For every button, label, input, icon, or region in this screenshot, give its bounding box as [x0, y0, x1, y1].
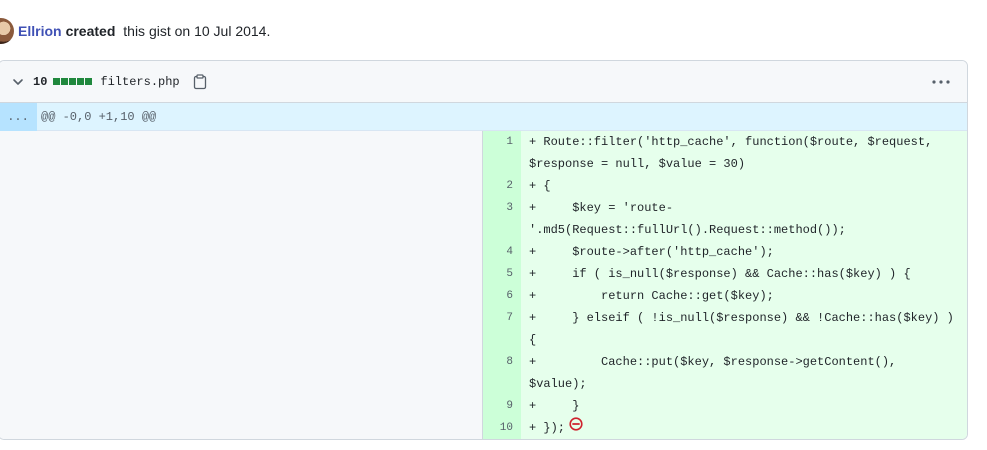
line-number[interactable]: 6	[483, 285, 521, 307]
activity-verb: created	[65, 23, 116, 39]
diff-line: 1 + Route::filter('http_cache', function…	[483, 131, 967, 175]
no-entry-icon	[569, 417, 583, 439]
line-number[interactable]: 1	[483, 131, 521, 175]
left-side-empty	[0, 131, 483, 439]
hunk-header-text: @@ -0,0 +1,10 @@	[41, 109, 157, 124]
line-number[interactable]: 2	[483, 175, 521, 197]
line-code: + }	[521, 395, 967, 417]
file-diff: 10 filters.php ... @@ -0,0 +1,10 @@	[0, 60, 968, 440]
line-code: + Route::filter('http_cache', function($…	[521, 131, 967, 175]
hunk-header: ... @@ -0,0 +1,10 @@	[0, 102, 967, 131]
line-code: + Cache::put($key, $response->getContent…	[521, 351, 967, 395]
author-link[interactable]: Ellrion	[18, 23, 62, 39]
diff-line: 4 + $route->after('http_cache');	[483, 241, 967, 263]
split-diff: 1 + Route::filter('http_cache', function…	[0, 131, 967, 439]
diffstat-block-added	[85, 78, 93, 85]
line-number[interactable]: 4	[483, 241, 521, 263]
diffstat-block-added	[77, 78, 85, 85]
line-number[interactable]: 7	[483, 307, 521, 351]
line-number[interactable]: 9	[483, 395, 521, 417]
diff-line: 10 + });	[483, 417, 967, 439]
copy-icon[interactable]	[192, 73, 208, 90]
line-code: + return Cache::get($key);	[521, 285, 967, 307]
line-code-text: + });	[529, 421, 566, 436]
file-header: 10 filters.php	[0, 61, 967, 103]
activity-date-text: this gist on 10 Jul 2014.	[119, 23, 271, 39]
diff-line: 5 + if ( is_null($response) && Cache::ha…	[483, 263, 967, 285]
diffstat-block-added	[69, 78, 77, 85]
diff-line: 3 + $key = 'route-'.md5(Request::fullUrl…	[483, 197, 967, 241]
file-name[interactable]: filters.php	[100, 74, 180, 89]
line-number[interactable]: 3	[483, 197, 521, 241]
right-side-added: 1 + Route::filter('http_cache', function…	[483, 131, 967, 439]
line-code: + $route->after('http_cache');	[521, 241, 967, 263]
line-code: + if ( is_null($response) && Cache::has(…	[521, 263, 967, 285]
line-code: + } elseif ( !is_null($response) && !Cac…	[521, 307, 967, 351]
diffstat-blocks	[53, 78, 93, 85]
diffstat-block-added	[53, 78, 61, 85]
avatar[interactable]	[0, 18, 14, 44]
diff-line: 6 + return Cache::get($key);	[483, 285, 967, 307]
line-code: + $key = 'route-'.md5(Request::fullUrl()…	[521, 197, 967, 241]
diffstat-count: 10	[33, 74, 48, 89]
kebab-horizontal-icon[interactable]	[931, 74, 951, 90]
expand-hunk-button[interactable]: ...	[0, 102, 37, 131]
chevron-down-icon[interactable]	[11, 75, 25, 89]
line-code: + });	[521, 417, 967, 439]
diff-line: 7 + } elseif ( !is_null($response) && !C…	[483, 307, 967, 351]
line-number[interactable]: 10	[483, 417, 521, 439]
gist-activity: Ellrion created this gist on 10 Jul 2014…	[0, 18, 270, 44]
line-number[interactable]: 8	[483, 351, 521, 395]
diffstat-block-added	[61, 78, 69, 85]
line-number[interactable]: 5	[483, 263, 521, 285]
diff-line: 8 + Cache::put($key, $response->getConte…	[483, 351, 967, 395]
line-code: + {	[521, 175, 967, 197]
diff-line: 2 + {	[483, 175, 967, 197]
diff-line: 9 + }	[483, 395, 967, 417]
